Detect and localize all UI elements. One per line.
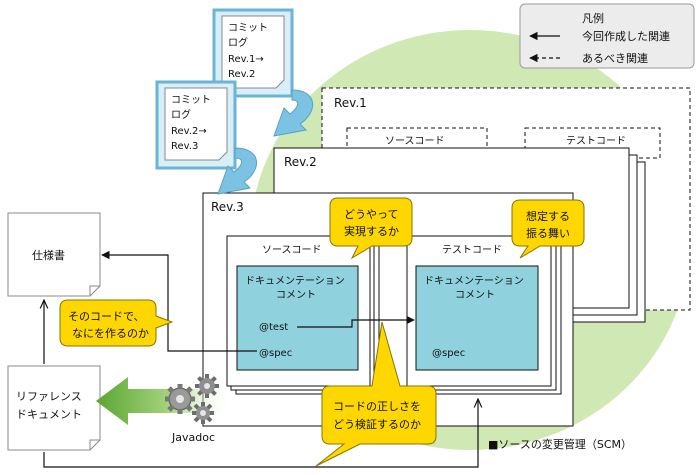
- commit-arrow-2: [217, 147, 258, 195]
- commit-arrow-1: [273, 89, 314, 137]
- reference-document: リファレンス ドキュメント: [7, 365, 101, 451]
- source-tag-spec: @spec: [259, 348, 292, 359]
- commit-log-2-line2: ログ: [171, 108, 191, 121]
- callout-verify-line2: どう検証するのか: [333, 417, 421, 431]
- callout-how-line2: 実現するか: [344, 224, 399, 238]
- spec-document: 仕様書: [7, 212, 101, 297]
- rev3-page: Rev.3 ソースコード ドキュメンテーション コメント @test @spec…: [202, 192, 574, 427]
- test-doc-comment-line1: ドキュメンテーション: [424, 276, 524, 287]
- rev1-label: Rev.1: [334, 96, 367, 110]
- commit-log-2: コミット ログ Rev.2→ Rev.3: [155, 80, 237, 170]
- callout-verify-line1: コードの正しさを: [333, 400, 421, 413]
- javadoc-label: Javadoc: [171, 431, 215, 444]
- rev2-label: Rev.2: [284, 155, 317, 169]
- gear-icon: [165, 374, 219, 424]
- reference-doc-line2: ドキュメント: [16, 408, 82, 421]
- callout-verify: コードの正しさを どう検証するのか: [315, 321, 437, 467]
- legend-created-label: 今回作成した関連: [582, 29, 670, 43]
- callout-behavior: 想定する 振る舞い: [511, 199, 585, 259]
- test-doc-comment-box: [415, 265, 539, 371]
- spec-link-arrow: [101, 250, 257, 352]
- rev1-source-label: ソースコード: [385, 136, 445, 147]
- source-doc-comment-line1: ドキュメンテーション: [245, 276, 345, 287]
- commit-log-2-line1: コミット: [171, 95, 211, 106]
- source-code-title: ソースコード: [262, 245, 322, 256]
- callout-behavior-line1: 想定する: [526, 209, 570, 223]
- callout-how: どうやって 実現するか: [329, 197, 413, 260]
- source-doc-comment-line2: コメント: [276, 290, 316, 301]
- commit-log-1-line4: Rev.2: [228, 69, 255, 80]
- callout-how-line1: どうやって: [344, 208, 398, 221]
- source-code-file: ソースコード ドキュメンテーション コメント @test @spec: [226, 235, 380, 395]
- legend: 凡例 今回作成した関連 あるべき関連: [519, 3, 695, 69]
- commit-log-1-line2: ログ: [228, 36, 248, 49]
- callout-behavior-line2: 振る舞い: [526, 226, 570, 240]
- test-link-arrow: [297, 315, 415, 328]
- test-code-file: テストコード ドキュメンテーション コメント @spec: [406, 235, 562, 395]
- source-doc-comment-box: [236, 265, 359, 371]
- rev1-test-label: テストコード: [566, 136, 626, 147]
- commit-log-2-line3: Rev.2→: [171, 126, 207, 137]
- test-tag-spec: @spec: [432, 348, 465, 359]
- callout-what-line2: なにを作るのか: [72, 327, 149, 340]
- legend-should-label: あるべき関連: [582, 51, 648, 65]
- test-doc-comment-line2: コメント: [455, 290, 495, 301]
- spec-doc-label: 仕様書: [32, 248, 65, 262]
- callout-what-line1: そのコードで、: [68, 310, 145, 323]
- test-code-title: テストコード: [442, 245, 502, 256]
- rev3-label: Rev.3: [211, 200, 244, 214]
- legend-title: 凡例: [582, 11, 604, 25]
- commit-log-1-line1: コミット: [228, 23, 268, 34]
- commit-log-1-line3: Rev.1→: [228, 54, 264, 65]
- reference-doc-line1: リファレンス: [16, 390, 82, 403]
- source-tag-test: @test: [259, 322, 288, 333]
- callout-what: そのコードで、 なにを作るのか: [59, 299, 174, 347]
- scm-label: ■ソースの変更管理（SCM）: [488, 437, 632, 451]
- reference-to-test-arrow: [43, 399, 478, 468]
- commit-log-2-line4: Rev.3: [171, 141, 198, 152]
